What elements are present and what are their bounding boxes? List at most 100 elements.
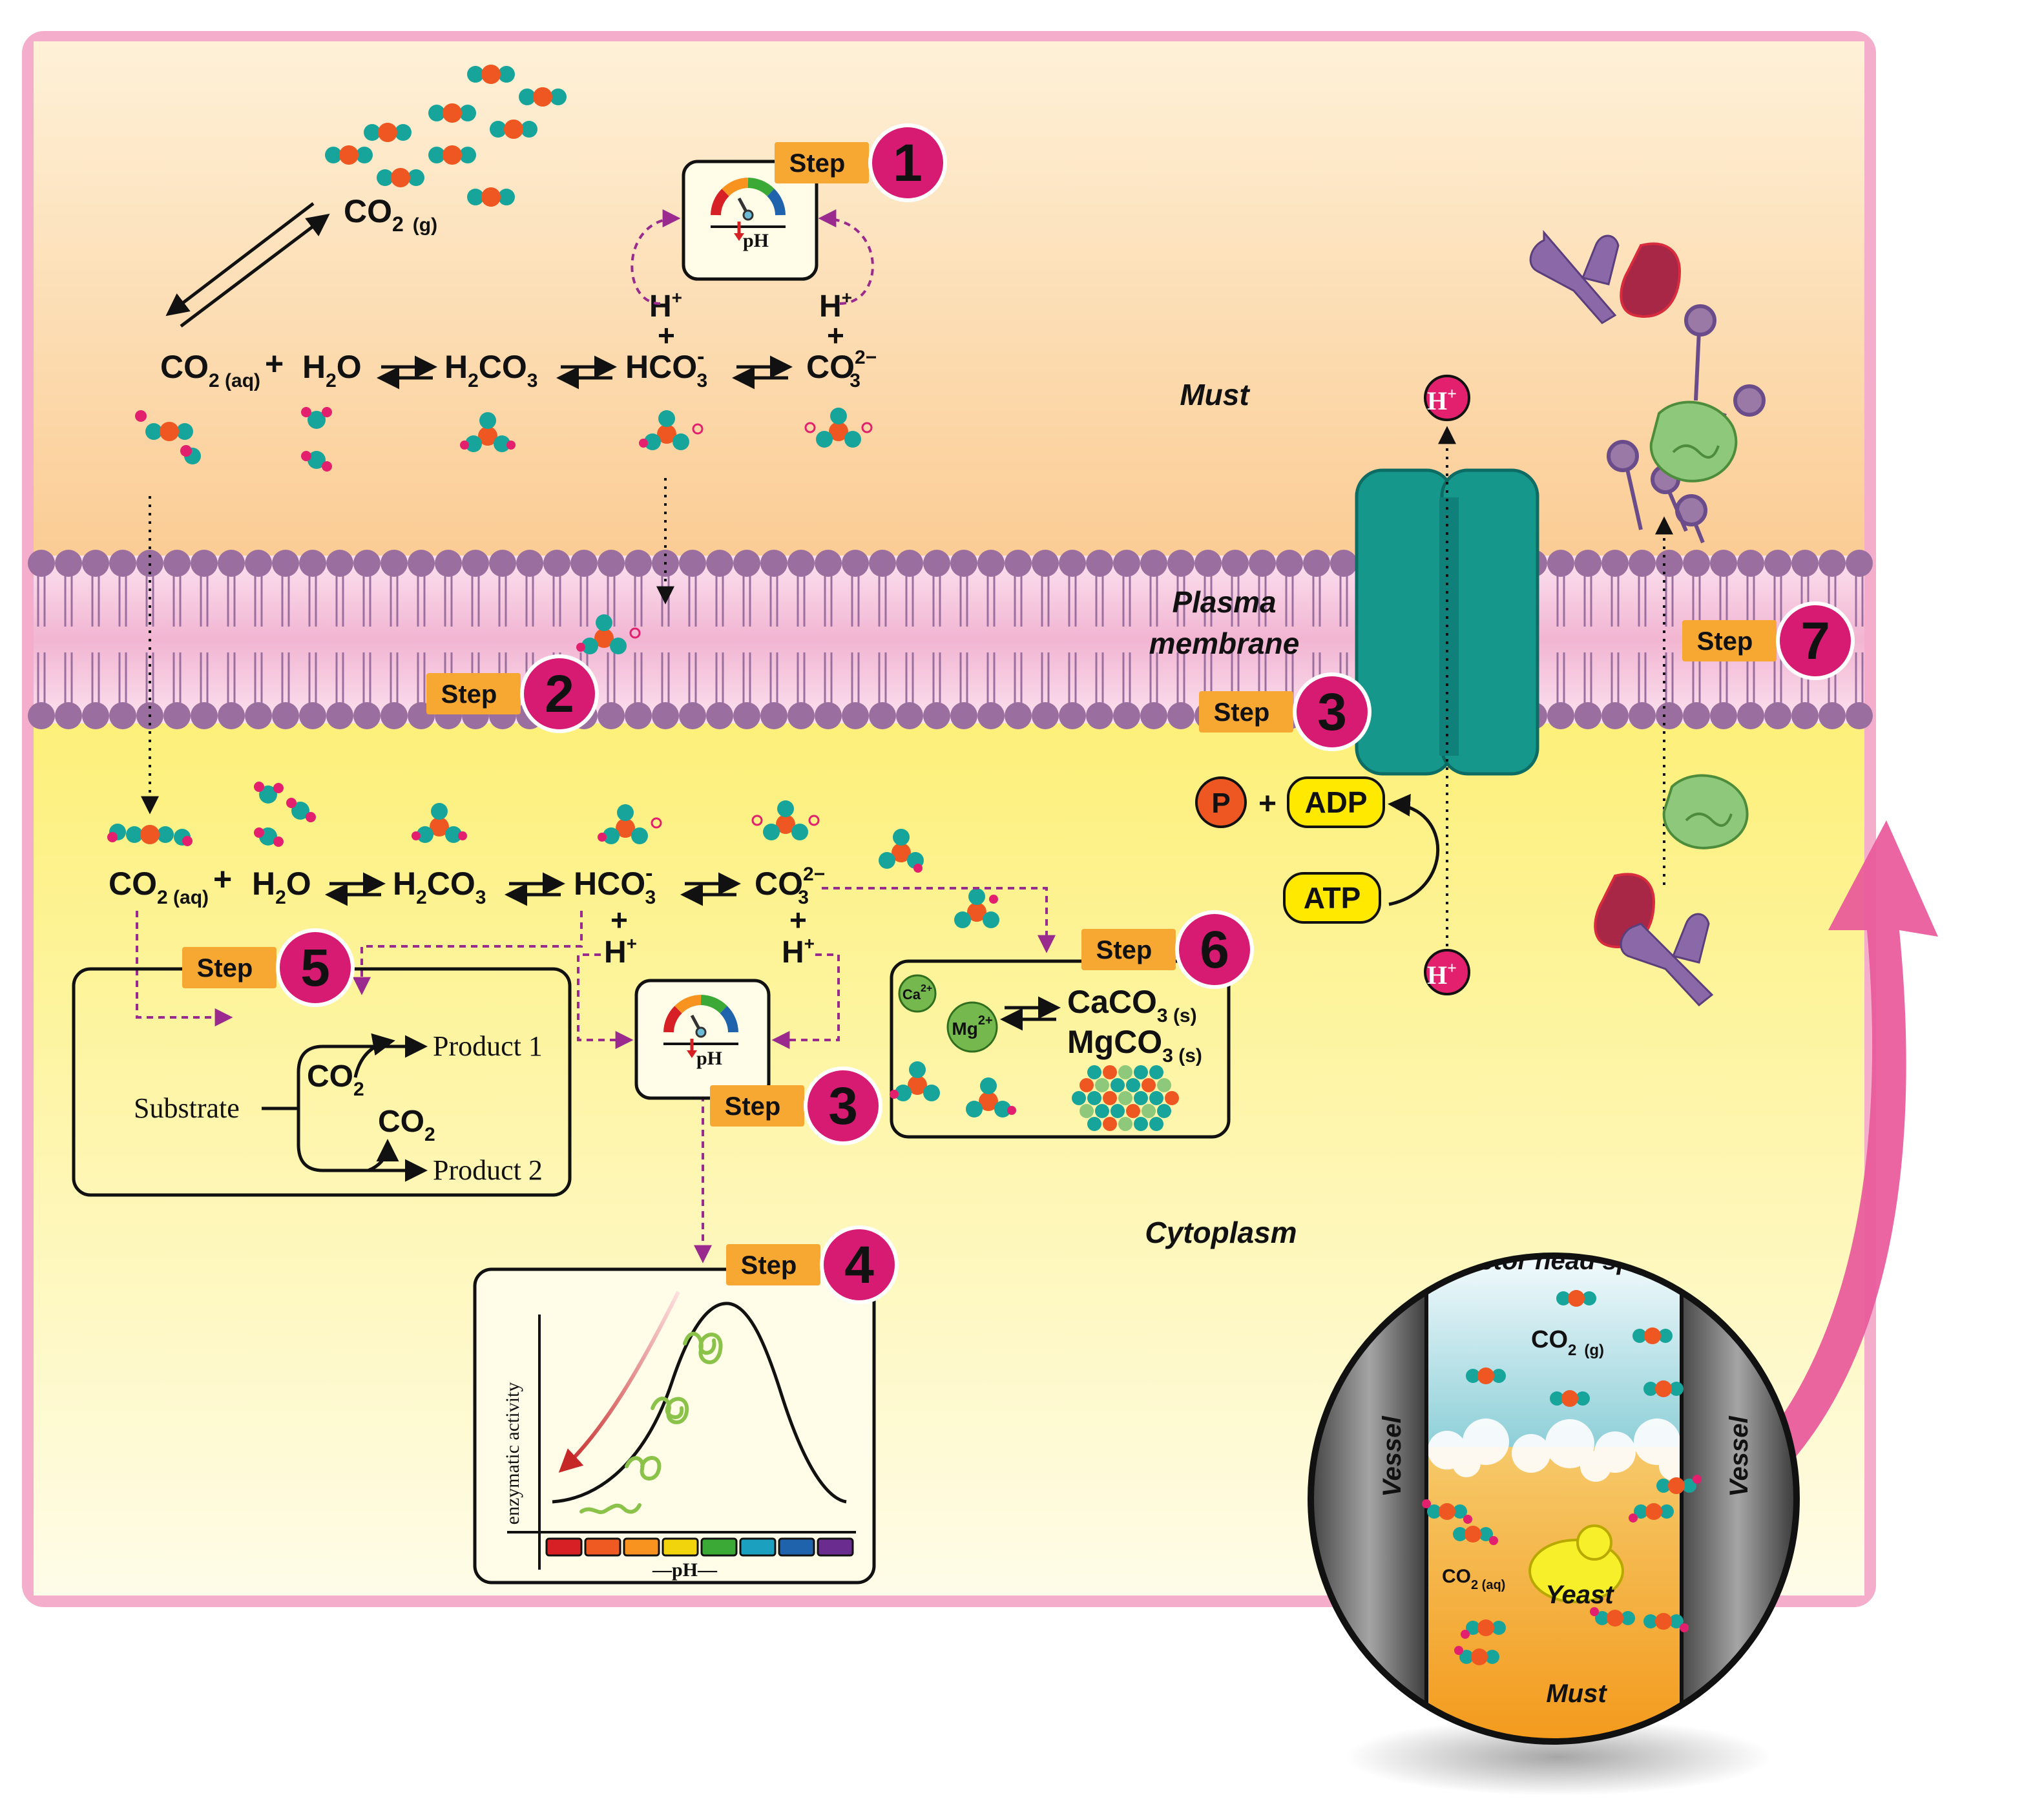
ph-label-cytoplasm: pH: [696, 1048, 722, 1069]
caco3-label: CaCO3 (s): [1067, 984, 1197, 1026]
red-protein-outside: [1620, 242, 1682, 318]
cytoplasm-label: Cytoplasm: [1145, 1216, 1297, 1249]
step4-box: [473, 1267, 876, 1585]
svg-text:ADP: ADP: [1304, 785, 1367, 819]
ph-scale-segment: [545, 1537, 583, 1557]
inset-yeast-label: Yeast: [1545, 1581, 1614, 1609]
svg-text:P: P: [1211, 787, 1230, 819]
hco3-to-step5-connector: [353, 911, 583, 995]
svg-text:Step: Step: [725, 1092, 781, 1121]
co3-to-step6-connector: [822, 887, 1056, 953]
proton-inside-icon: H+: [1424, 949, 1470, 995]
svg-text:H+: H+: [1427, 384, 1457, 415]
equilibrium-arrow-down: [165, 202, 315, 317]
inset-co2-aq-molecules: [1422, 1475, 1702, 1665]
ph-scale-segment: [739, 1537, 777, 1557]
proton-outside-icon: H+: [1424, 375, 1470, 421]
cytoplasm-equation: CO2 (aq) + H2O H2CO3 HCO-3 CO2−3 + H+ + …: [109, 861, 825, 970]
proton-pump-channel: [1355, 468, 1539, 776]
svg-text:3: 3: [1317, 683, 1347, 742]
svg-text:5: 5: [300, 939, 330, 997]
enzyme-unfolding-squiggles: [579, 1331, 723, 1515]
svg-text:H+: H+: [649, 287, 682, 324]
cytoplasm-equilibrium-arrows: [325, 872, 741, 906]
atp-hydrolysis-arrow: [1388, 794, 1440, 906]
plasma-membrane-band: [34, 556, 1864, 723]
step-1-tag: Step 1: [775, 123, 947, 202]
atp-plus-sign: +: [1258, 787, 1277, 821]
svg-text:CO2−3: CO2−3: [755, 864, 825, 908]
inset-co2-gas-molecules: [1466, 1290, 1684, 1407]
proton-to-ph-left: [577, 953, 634, 1049]
svg-text:HCO-3: HCO-3: [625, 344, 707, 391]
svg-text:Step: Step: [1096, 936, 1152, 964]
svg-text:Ca2+: Ca2+: [902, 983, 932, 1003]
svg-text:CO2 (aq): CO2 (aq): [109, 866, 209, 908]
molecule-icons-cytoplasm: [107, 782, 999, 928]
phosphate-badge: P: [1195, 776, 1247, 828]
svg-text:H+: H+: [782, 933, 815, 970]
ph-scale-segment: [778, 1537, 815, 1557]
step-2-tag: Step 2: [426, 654, 599, 733]
substrate-label: Substrate: [134, 1092, 240, 1124]
svg-text:6: 6: [1200, 920, 1229, 979]
must-region: [34, 41, 1864, 558]
inset-must-label: Must: [1546, 1679, 1607, 1708]
svg-text:CO2−3: CO2−3: [806, 347, 877, 391]
svg-text:HCO-3: HCO-3: [574, 861, 656, 908]
co2-release-arrow-1: [353, 1033, 395, 1078]
svg-text:Step: Step: [789, 149, 846, 178]
step6-box: [890, 959, 1231, 1139]
svg-text:+: +: [610, 903, 628, 937]
svg-text:+: +: [658, 318, 675, 352]
step5-co2-label-2: CO2: [378, 1105, 435, 1145]
membrane-label-line2: membrane: [1149, 627, 1300, 660]
ph-scale-segment: [817, 1537, 854, 1557]
enzyme-plot-ylabel: enzymatic activity: [502, 1382, 523, 1525]
adp-badge: ADP: [1287, 776, 1385, 828]
inset-shadow: [1345, 1718, 1771, 1796]
svg-text:3: 3: [828, 1077, 858, 1136]
svg-text:+: +: [265, 346, 284, 382]
co2-gas-label: CO2(g): [344, 193, 437, 236]
step-3-tag: Step 3: [710, 1066, 882, 1145]
molecule-icons-must: [135, 407, 873, 472]
enzyme-plot-xlabel: —pH—: [652, 1559, 718, 1581]
ph-color-scale: [545, 1537, 854, 1557]
svg-text:Step: Step: [1697, 627, 1753, 656]
ph-scale-segment: [584, 1537, 621, 1557]
ph-scale-segment: [662, 1537, 699, 1557]
svg-text:H2CO3: H2CO3: [444, 349, 537, 391]
proton-to-ph-right: [771, 953, 840, 1049]
atp-badge: ATP: [1283, 872, 1381, 924]
purple-y-protein-inside: [1620, 913, 1714, 1007]
product1-label: Product 1: [433, 1030, 543, 1062]
step3-ph-box: [634, 979, 771, 1100]
bicarbonate-in-membrane: [576, 614, 641, 654]
svg-text:Step: Step: [1214, 698, 1270, 727]
purple-y-protein-outside: [1529, 229, 1620, 324]
svg-text:2: 2: [545, 665, 574, 723]
svg-text:H2CO3: H2CO3: [393, 866, 486, 908]
co2-gas-cluster: [325, 65, 567, 207]
proton-feedback-left: [631, 209, 681, 305]
svg-text:CO2 (aq): CO2 (aq): [160, 349, 260, 391]
svg-text:Step: Step: [741, 1251, 797, 1280]
co2-release-arrow-2: [368, 1139, 399, 1172]
calcium-ion-icon: Ca2+: [898, 974, 937, 1013]
must-equilibrium-arrows: [377, 355, 793, 390]
carbonate-crystal-cluster: [1072, 1065, 1179, 1131]
proton-feedback-right: [818, 209, 874, 305]
must-label: Must: [1180, 378, 1250, 411]
svg-text:1: 1: [893, 134, 923, 192]
inset-border: [1308, 1253, 1800, 1745]
mgco3-label: MgCO3 (s): [1067, 1024, 1202, 1066]
svg-text:+: +: [827, 318, 844, 352]
green-protein-outside: [1649, 400, 1738, 483]
svg-text:Step: Step: [441, 680, 497, 709]
yeast-cell: [1528, 1524, 1624, 1603]
